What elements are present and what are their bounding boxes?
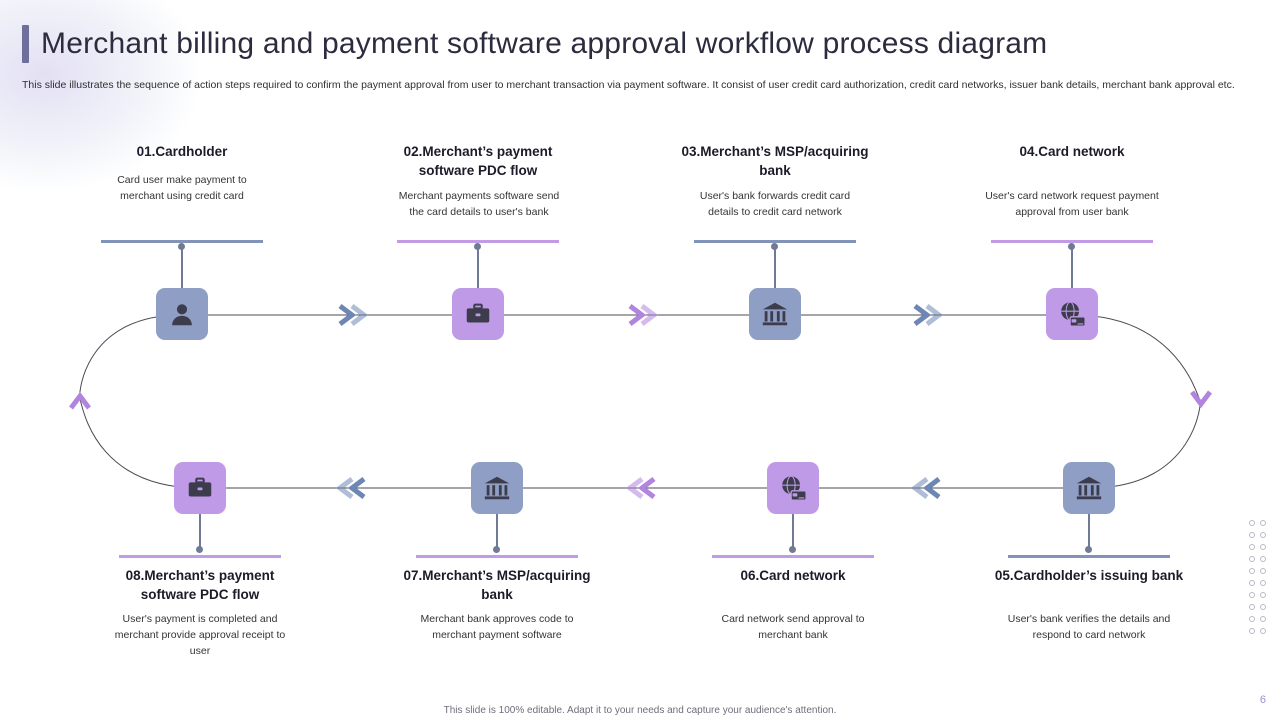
step-05-description: User's bank verifies the details and res…: [1007, 613, 1171, 641]
step-03-stem: [774, 246, 776, 288]
step-07-bar: [416, 555, 578, 558]
step-08-description: User's payment is completed and merchant…: [114, 613, 286, 657]
bank-icon[interactable]: [1063, 462, 1115, 514]
slide-title-bar: Merchant billing and payment software ap…: [22, 22, 1258, 66]
step-01-dot: [178, 243, 185, 250]
step-01-caption: 01.Cardholder: [136, 144, 228, 159]
step-06-caption: 06.Card network: [740, 568, 846, 583]
step-02-description: Merchant payments software send the card…: [398, 190, 560, 218]
step-06-description: Card network send approval to merchant b…: [721, 613, 865, 641]
globe-card-icon[interactable]: [1046, 288, 1098, 340]
step-07-caption: 07.Merchant’s MSP/acquiring bank: [403, 568, 591, 602]
bank-icon[interactable]: [749, 288, 801, 340]
step-08-bar: [119, 555, 281, 558]
step-03-description: User's bank forwards credit card details…: [699, 190, 851, 218]
step-03-caption: 03.Merchant’s MSP/acquiring bank: [681, 144, 869, 178]
slide-subtitle: This slide illustrates the sequence of a…: [22, 79, 1235, 91]
step-05-bar: [1008, 555, 1170, 558]
step-07-stem: [496, 514, 498, 552]
user-icon[interactable]: [156, 288, 208, 340]
step-05-dot: [1085, 546, 1092, 553]
step-08-dot: [196, 546, 203, 553]
step-06-bar: [712, 555, 874, 558]
step-04-description: User's card network request payment appr…: [985, 190, 1159, 218]
step-01-bar: [101, 240, 263, 243]
step-04-stem: [1071, 246, 1073, 288]
bank-icon[interactable]: [471, 462, 523, 514]
step-04-caption: 04.Card network: [1019, 144, 1125, 159]
briefcase-icon[interactable]: [452, 288, 504, 340]
step-06-dot: [789, 546, 796, 553]
step-02-dot: [474, 243, 481, 250]
slide-footer-note: This slide is 100% editable. Adapt it to…: [443, 705, 837, 716]
step-05-caption: 05.Cardholder’s issuing bank: [994, 568, 1184, 583]
step-01-stem: [181, 246, 183, 288]
step-06-stem: [792, 514, 794, 552]
step-04-dot: [1068, 243, 1075, 250]
step-08-stem: [199, 514, 201, 552]
step-04-bar: [991, 240, 1153, 243]
page-title: Merchant billing and payment software ap…: [41, 27, 1048, 60]
decorative-dot-grid: [1249, 520, 1266, 640]
step-01-description: Card user make payment to merchant using…: [117, 174, 247, 202]
step-03-dot: [771, 243, 778, 250]
step-07-description: Merchant bank approves code to merchant …: [420, 613, 574, 641]
page-number: 6: [1259, 694, 1266, 706]
step-05-stem: [1088, 514, 1090, 552]
briefcase-icon[interactable]: [174, 462, 226, 514]
step-03-bar: [694, 240, 856, 243]
step-02-stem: [477, 246, 479, 288]
title-accent-bar: [22, 25, 29, 63]
step-08-caption: 08.Merchant’s payment software PDC flow: [125, 568, 275, 602]
step-07-dot: [493, 546, 500, 553]
step-02-bar: [397, 240, 559, 243]
step-02-caption: 02.Merchant’s payment software PDC flow: [403, 144, 553, 178]
globe-card-icon[interactable]: [767, 462, 819, 514]
